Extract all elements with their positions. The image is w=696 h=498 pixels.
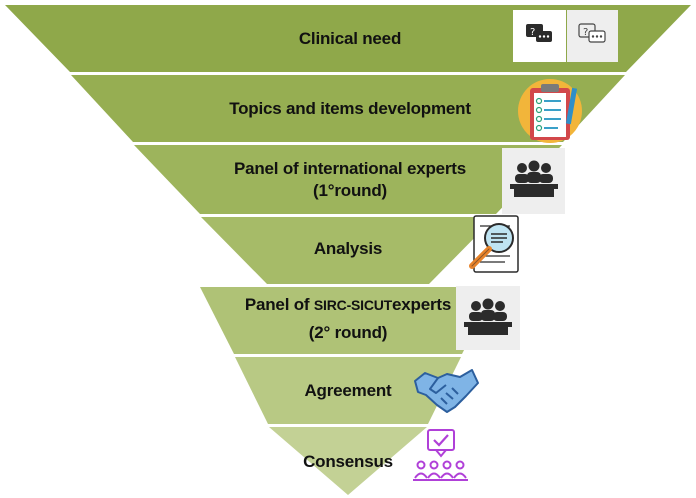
funnel-band-5-extension bbox=[200, 287, 496, 354]
step-analysis-label: Analysis bbox=[313, 239, 383, 258]
funnel-band-2 bbox=[71, 75, 625, 142]
step-panel-international-line1: Panel of international experts bbox=[233, 159, 467, 178]
step-topics-label: Topics and items development bbox=[229, 99, 471, 118]
handshake-icon bbox=[414, 369, 479, 413]
step-panel-sirc-line2: (2° round) bbox=[308, 323, 388, 342]
step-panel-international-label: Panel of international experts (1°round) bbox=[200, 158, 500, 202]
chat-question-light-icon: ? bbox=[567, 10, 618, 62]
meeting-table-icon bbox=[502, 148, 565, 214]
clipboard-checklist-icon bbox=[518, 79, 582, 143]
step-panel-sirc-label: Panel of SIRC-SICUTexperts (2° round) bbox=[210, 294, 486, 344]
step-consensus-label: Consensus bbox=[303, 452, 393, 471]
funnel-band-6-extension bbox=[235, 357, 461, 424]
step-panel-sirc-line1: Panel of SIRC-SICUTexperts bbox=[244, 295, 452, 314]
step-agreement-label: Agreement bbox=[304, 381, 392, 400]
step-panel-international-line2: (1°round) bbox=[313, 181, 387, 200]
step-clinical-need-label: Clinical need bbox=[298, 29, 402, 48]
meeting-table-icon bbox=[456, 286, 520, 350]
document-magnifier-icon bbox=[469, 215, 519, 273]
group-approval-icon bbox=[413, 429, 468, 481]
funnel-band-4 bbox=[201, 217, 495, 284]
funnel-band-3 bbox=[134, 145, 562, 214]
svg-text:?: ? bbox=[530, 27, 535, 38]
funnel-band-7-extension bbox=[269, 427, 427, 495]
svg-text:?: ? bbox=[583, 27, 588, 38]
chat-question-dark-icon: ? bbox=[513, 10, 566, 62]
